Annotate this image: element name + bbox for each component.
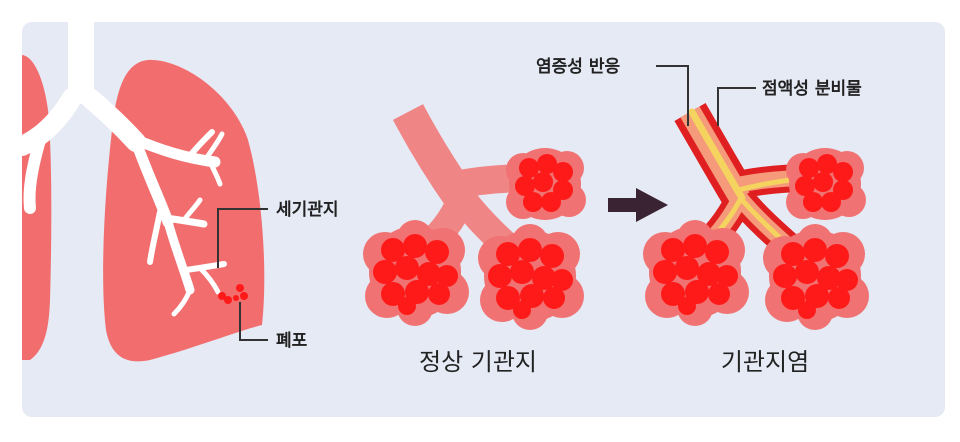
alveoli-label: 폐포: [276, 331, 308, 351]
lung-illustration: [22, 22, 265, 362]
inflammatory-leader: [656, 65, 689, 126]
normal-bronchus: [363, 104, 586, 330]
bronchitis-caption: 기관지염: [721, 348, 809, 376]
lung-alveoli-dots: [218, 284, 248, 304]
bronchiole-label: 세기관지: [276, 200, 339, 220]
bronchiole-leader: [217, 208, 268, 268]
mucus-leader: [717, 87, 756, 126]
inflamed-alveoli-bottom: [763, 224, 869, 330]
transition-arrow-icon: [608, 188, 668, 222]
left-main-bronchus: [22, 88, 82, 156]
inflammatory-response-label: 염증성 반응: [536, 57, 620, 77]
inflamed-alveoli-left: [643, 220, 749, 326]
inflamed-alveoli-right: [786, 148, 866, 220]
normal-bronchus-caption: 정상 기관지: [419, 348, 537, 376]
bronchial-tree: [126, 129, 227, 317]
normal-alveoli-right: [506, 148, 586, 220]
normal-alveoli-bottom: [478, 224, 584, 330]
mucous-secretion-label: 점액성 분비물: [762, 79, 862, 99]
alveoli-leader: [239, 302, 268, 341]
normal-alveoli-left: [363, 220, 469, 326]
inflamed-bronchus: [643, 102, 869, 330]
left-sub-bronchus: [23, 134, 46, 214]
